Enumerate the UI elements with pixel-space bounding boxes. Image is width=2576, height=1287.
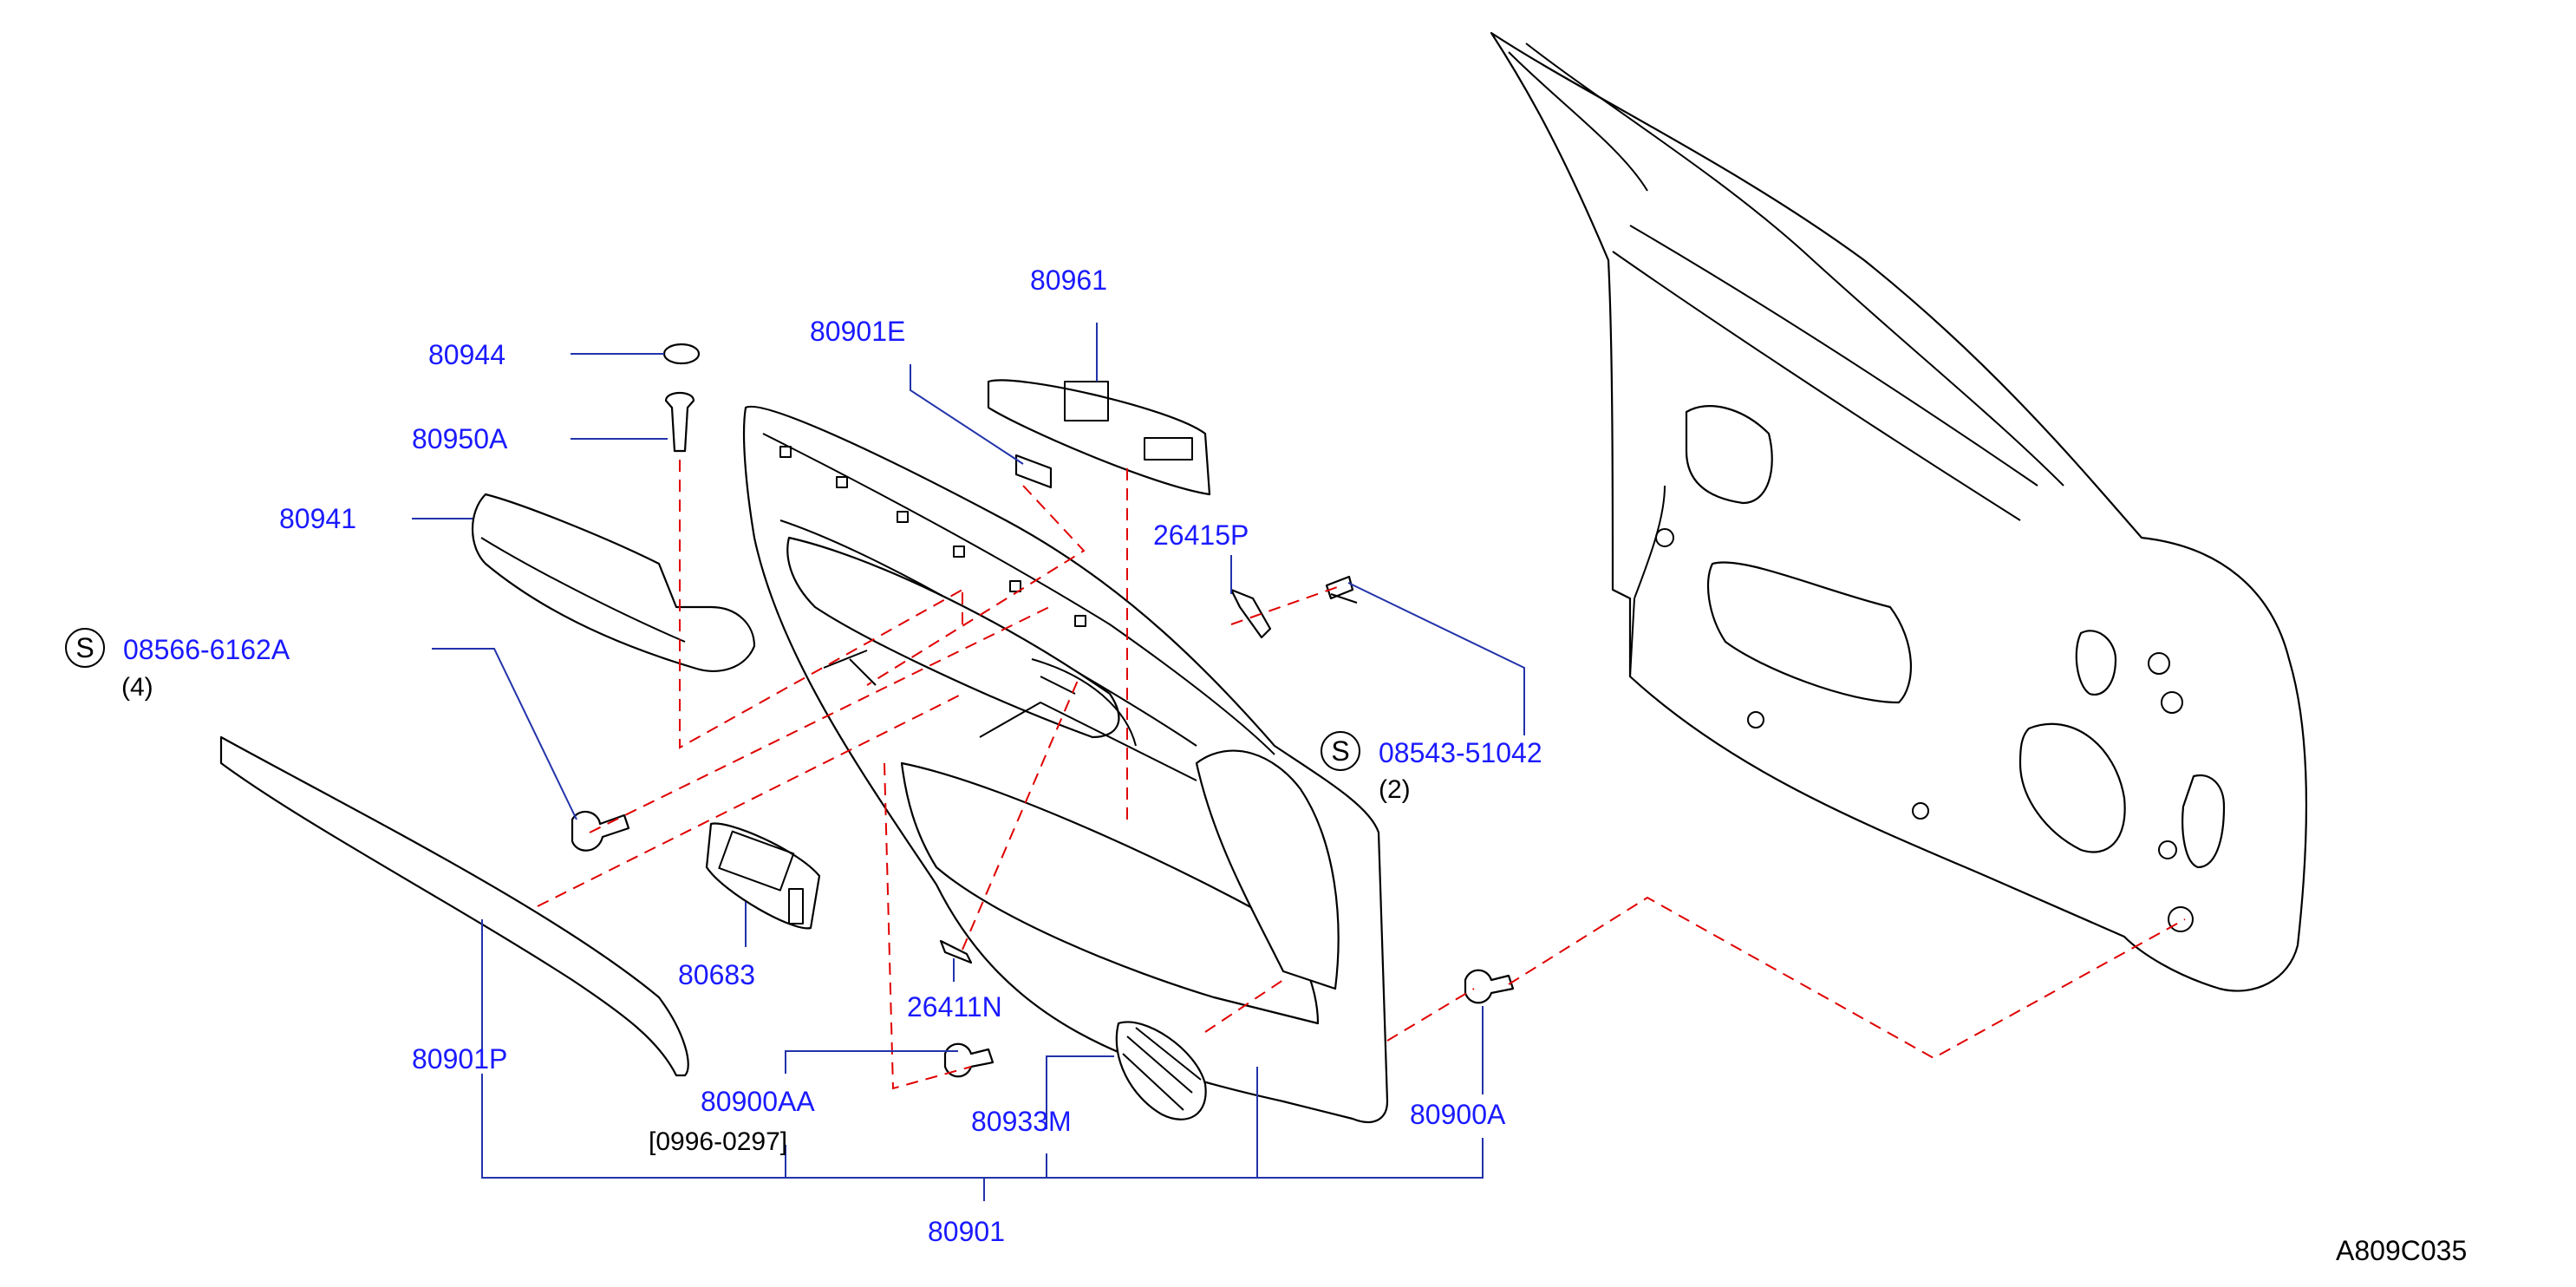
- callout-80950A: 80950A: [412, 423, 508, 454]
- clip-26411N: [939, 939, 973, 964]
- leader-lines: [412, 323, 1525, 1201]
- speaker-grille-80933M: [1115, 1021, 1207, 1120]
- screw-08543-51042: [1325, 575, 1358, 604]
- callout-80961: 80961: [1030, 265, 1107, 296]
- door-trim-panel: [742, 405, 1389, 1123]
- clip-80900A: [1464, 969, 1515, 1004]
- pocket-80683: [705, 822, 821, 930]
- callout-80900A: 80900A: [1410, 1099, 1506, 1130]
- door-shell: [1490, 31, 2308, 992]
- screw-80950A: [664, 391, 695, 453]
- switch-bezel-80961: [987, 379, 1211, 496]
- std-part-symbol: S: [75, 632, 94, 663]
- callout-26415P: 26415P: [1153, 519, 1249, 551]
- callout-80683: 80683: [678, 959, 755, 990]
- finisher-80901P: [219, 735, 689, 1077]
- screw-08566-6162A: [571, 810, 630, 852]
- drawing-code: A809C035: [2336, 1235, 2467, 1266]
- callout-80901P: 80901P: [412, 1043, 507, 1075]
- callout-80901: 80901: [928, 1216, 1005, 1247]
- range-80900AA: [0996-0297]: [649, 1127, 787, 1156]
- std-part-symbol-circle: [65, 628, 105, 668]
- clip-80901E: [1014, 454, 1053, 489]
- callout-08566-6162A: 08566-6162A: [123, 634, 290, 665]
- std-part-symbol-circle-2: [1321, 731, 1360, 771]
- qty-08543-51042: (2): [1379, 775, 1411, 804]
- std-part-symbol-2: S: [1331, 735, 1349, 767]
- callout-80900AA: 80900AA: [701, 1086, 815, 1117]
- callout-08543-51042: 08543-51042: [1379, 737, 1542, 768]
- assembly-lines: [537, 460, 2186, 1090]
- callout-80901E: 80901E: [810, 316, 905, 347]
- qty-08566-6162A: (4): [121, 673, 153, 702]
- armrest-80941: [471, 493, 756, 672]
- callout-80941: 80941: [279, 503, 356, 534]
- callout-80944: 80944: [428, 339, 505, 370]
- cap-80944: [662, 343, 701, 365]
- clip-26415P: [1229, 588, 1272, 639]
- callout-26411N: 26411N: [907, 991, 1002, 1022]
- callout-80933M: 80933M: [971, 1106, 1072, 1137]
- clip-80900AA: [943, 1042, 995, 1078]
